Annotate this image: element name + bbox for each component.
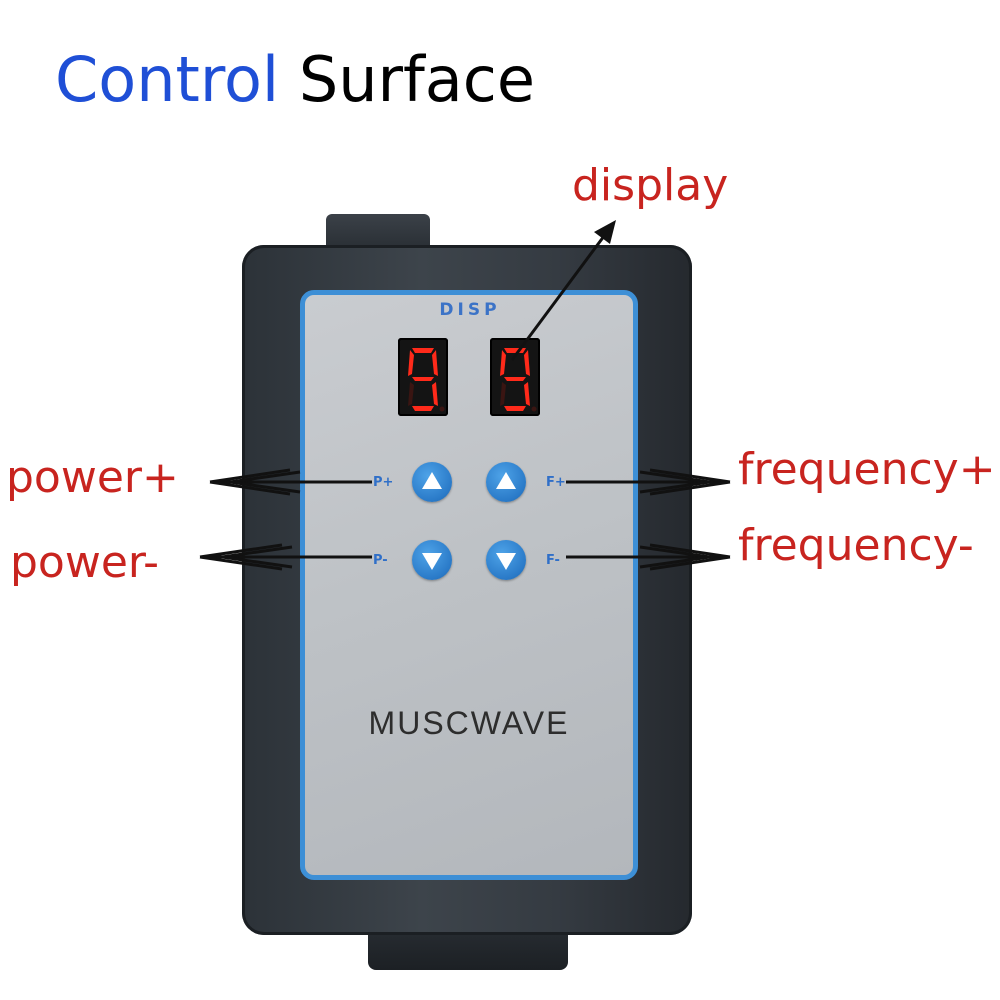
power-minus-button[interactable] <box>412 540 452 580</box>
f-minus-label: F- <box>546 553 560 568</box>
up-arrow-icon <box>496 472 516 489</box>
frequency-plus-button[interactable] <box>486 462 526 502</box>
power-plus-callout: power+ <box>6 452 179 503</box>
display-callout: display <box>572 160 729 211</box>
display-arrowhead-icon <box>594 220 616 244</box>
brand-name: MUSCWAVE <box>368 705 570 741</box>
digit-nine-icon <box>500 348 537 412</box>
frequency-plus-callout: frequency+ <box>738 444 996 495</box>
p-plus-label: P+ <box>373 475 394 490</box>
power-plus-button[interactable] <box>412 462 452 502</box>
down-arrow-icon <box>422 553 442 570</box>
disp-label: DISP <box>439 300 501 320</box>
seven-segment-display-left <box>398 338 448 416</box>
up-arrow-icon <box>422 472 442 489</box>
frequency-minus-callout: frequency- <box>738 520 974 571</box>
frequency-minus-button[interactable] <box>486 540 526 580</box>
page-title: Control Surface <box>55 40 535 120</box>
device-faceplate <box>300 290 638 880</box>
p-minus-label: P- <box>373 553 388 568</box>
title-word-surface: Surface <box>298 43 536 116</box>
down-arrow-icon <box>496 553 516 570</box>
digit-nine-icon <box>408 348 445 412</box>
seven-segment-display-right <box>490 338 540 416</box>
power-minus-callout: power- <box>10 537 160 588</box>
title-word-control: Control <box>55 43 280 116</box>
f-plus-label: F+ <box>546 475 566 490</box>
